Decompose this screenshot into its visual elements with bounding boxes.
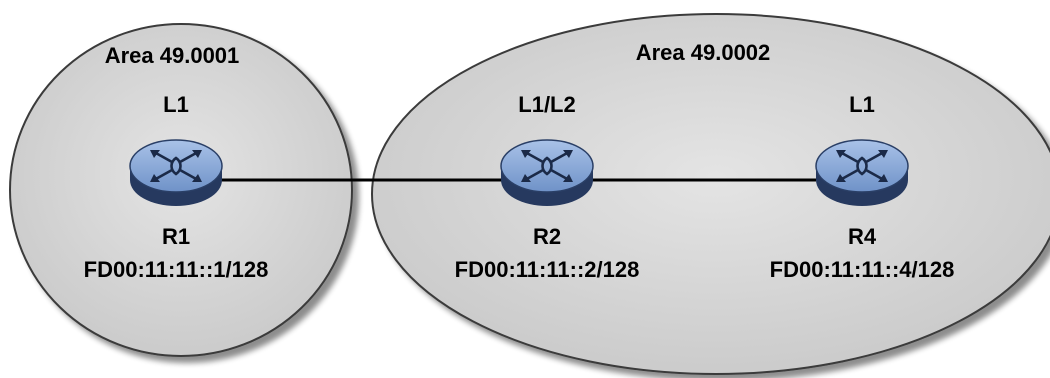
router-r2[interactable]: L1/L2 R2 FD00:11:11::2/128 xyxy=(455,92,640,282)
router-r2-address: FD00:11:11::2/128 xyxy=(455,257,640,282)
area-49-0002-shape xyxy=(371,13,1050,375)
area-49-0002: Area 49.0002 xyxy=(371,13,1050,375)
router-r1-address: FD00:11:11::1/128 xyxy=(84,257,269,282)
router-r4-level: L1 xyxy=(849,92,875,117)
router-r1-level: L1 xyxy=(163,92,189,117)
router-r1-name: R1 xyxy=(162,224,190,249)
router-icon xyxy=(499,138,595,208)
router-r2-level: L1/L2 xyxy=(518,92,575,117)
router-r2-name: R2 xyxy=(533,224,561,249)
router-r4-name: R4 xyxy=(848,224,877,249)
router-r1[interactable]: L1 R1 FD00:11:11::1/128 xyxy=(84,92,269,282)
area-49-0002-label: Area 49.0002 xyxy=(636,40,771,65)
router-icon xyxy=(128,138,224,208)
router-r4[interactable]: L1 R4 FD00:11:11::4/128 xyxy=(770,92,955,282)
area-49-0001-label: Area 49.0001 xyxy=(105,43,240,68)
router-r4-address: FD00:11:11::4/128 xyxy=(770,257,955,282)
router-icon xyxy=(814,138,910,208)
